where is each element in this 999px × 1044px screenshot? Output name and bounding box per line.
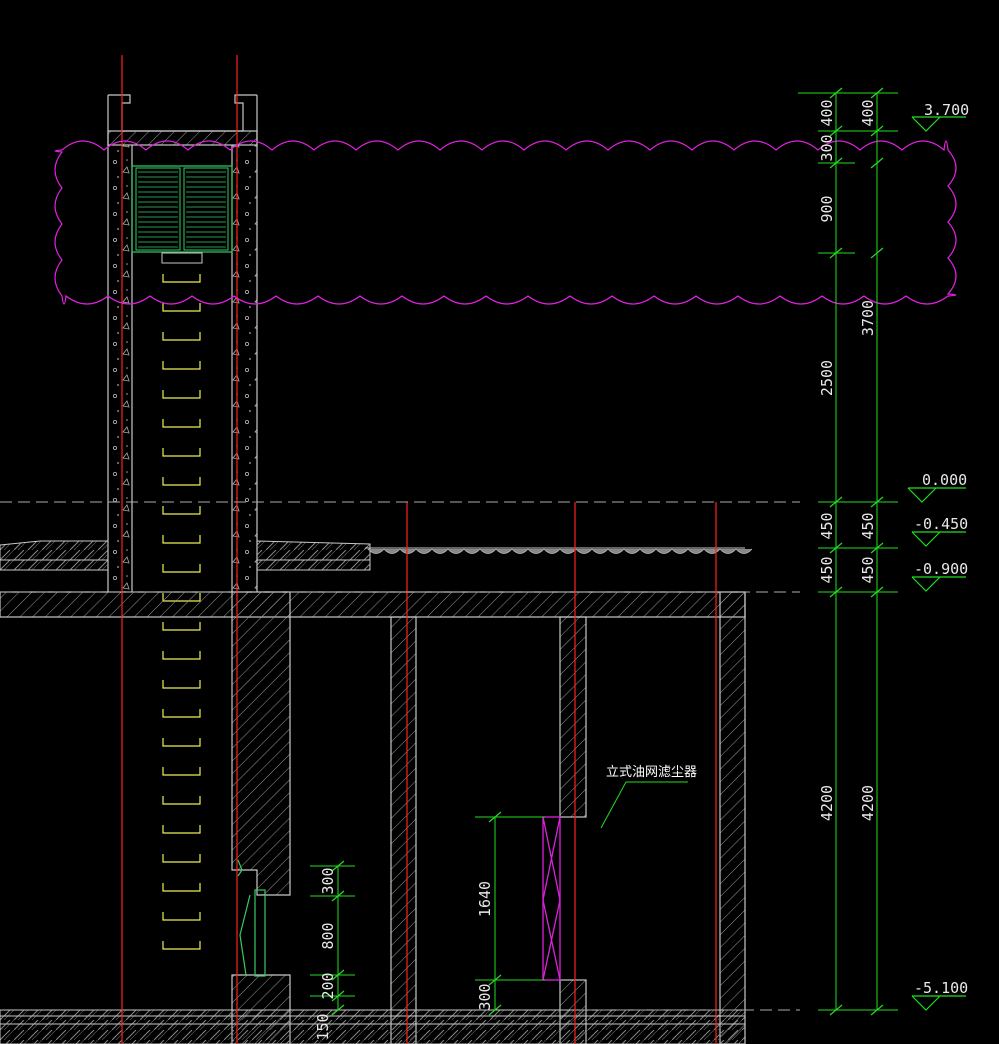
dim-filter-1640: 1640 — [476, 881, 494, 917]
ladder-rung — [162, 535, 201, 544]
dim-inner-450-b: 450 — [859, 556, 877, 583]
ladder-rung — [162, 796, 201, 805]
ladder-rung — [162, 390, 201, 399]
ladder-rung — [162, 564, 201, 573]
level-neg-0450: -0.450 — [914, 515, 968, 533]
dim-opening-200: 200 — [319, 972, 337, 999]
level-neg-5100: -5.100 — [914, 979, 968, 997]
wall-damper — [237, 859, 266, 977]
gravel-fill — [367, 548, 753, 554]
ladder-rung — [162, 477, 201, 486]
dim-outer-450-a: 450 — [818, 512, 836, 539]
ground-surfaces — [0, 540, 753, 571]
ladder-rung — [162, 941, 201, 950]
level-neg-0900: -0.900 — [914, 560, 968, 578]
dim-inner-450-a: 450 — [859, 512, 877, 539]
basement-roof-slab — [0, 591, 746, 618]
basement-walls — [0, 591, 746, 1044]
dimension-chains — [310, 92, 898, 1011]
dimension-texts-opening: 300 800 200 150 — [314, 867, 337, 1040]
level-markers — [907, 116, 966, 1011]
dimension-texts-outer: 400 300 900 2500 450 450 4200 — [818, 99, 836, 821]
dim-opening-800: 800 — [319, 922, 337, 949]
vertical-oil-mesh-filter — [542, 816, 561, 981]
ladder-rung — [162, 709, 201, 718]
shaft-wall-right — [232, 145, 257, 592]
ladder-rung — [162, 912, 201, 921]
grid-axis-lines — [121, 55, 717, 1044]
dim-inner-4200: 4200 — [859, 785, 877, 821]
ladder-rung — [162, 506, 201, 515]
ladder-rung — [162, 738, 201, 747]
dimension-texts-filter: 1640 300 — [476, 881, 494, 1011]
ladder-rung — [162, 825, 201, 834]
dim-outer-4200: 4200 — [818, 785, 836, 821]
ladder-rung — [162, 680, 201, 689]
dim-filter-300: 300 — [476, 983, 494, 1010]
ladder-rung — [162, 448, 201, 457]
revision-cloud — [54, 140, 957, 305]
dim-opening-150: 150 — [314, 1013, 332, 1040]
level-3700: 3.700 — [924, 101, 969, 119]
ladder-rung — [162, 767, 201, 776]
dim-outer-450-b: 450 — [818, 556, 836, 583]
dim-inner-3700: 3700 — [859, 300, 877, 336]
ladder-rung — [162, 419, 201, 428]
dim-outer-300: 300 — [818, 134, 836, 161]
ladder-rung — [162, 883, 201, 892]
louver-grille — [131, 165, 233, 264]
ladder-rung — [162, 274, 201, 283]
ladder-rung — [162, 361, 201, 370]
dim-opening-300: 300 — [319, 867, 337, 894]
ladder-rung — [162, 622, 201, 631]
ladder-rung — [162, 651, 201, 660]
dim-outer-400: 400 — [818, 99, 836, 126]
dim-inner-400: 400 — [859, 99, 877, 126]
shaft-cap-slab — [107, 130, 258, 146]
level-0000: 0.000 — [922, 471, 967, 489]
dim-outer-2500: 2500 — [818, 360, 836, 396]
dimension-texts-inner: 400 3700 450 450 4200 — [859, 99, 877, 821]
filter-label: 立式油网滤尘器 — [606, 765, 697, 780]
ladder-rung — [162, 332, 201, 341]
air-shaft — [107, 94, 258, 592]
access-ladder — [162, 274, 201, 950]
shaft-wall-left — [108, 145, 132, 592]
dim-outer-900: 900 — [818, 195, 836, 222]
ladder-rung — [162, 303, 201, 312]
level-reference-lines — [0, 501, 800, 1011]
ladder-rung — [162, 854, 201, 863]
